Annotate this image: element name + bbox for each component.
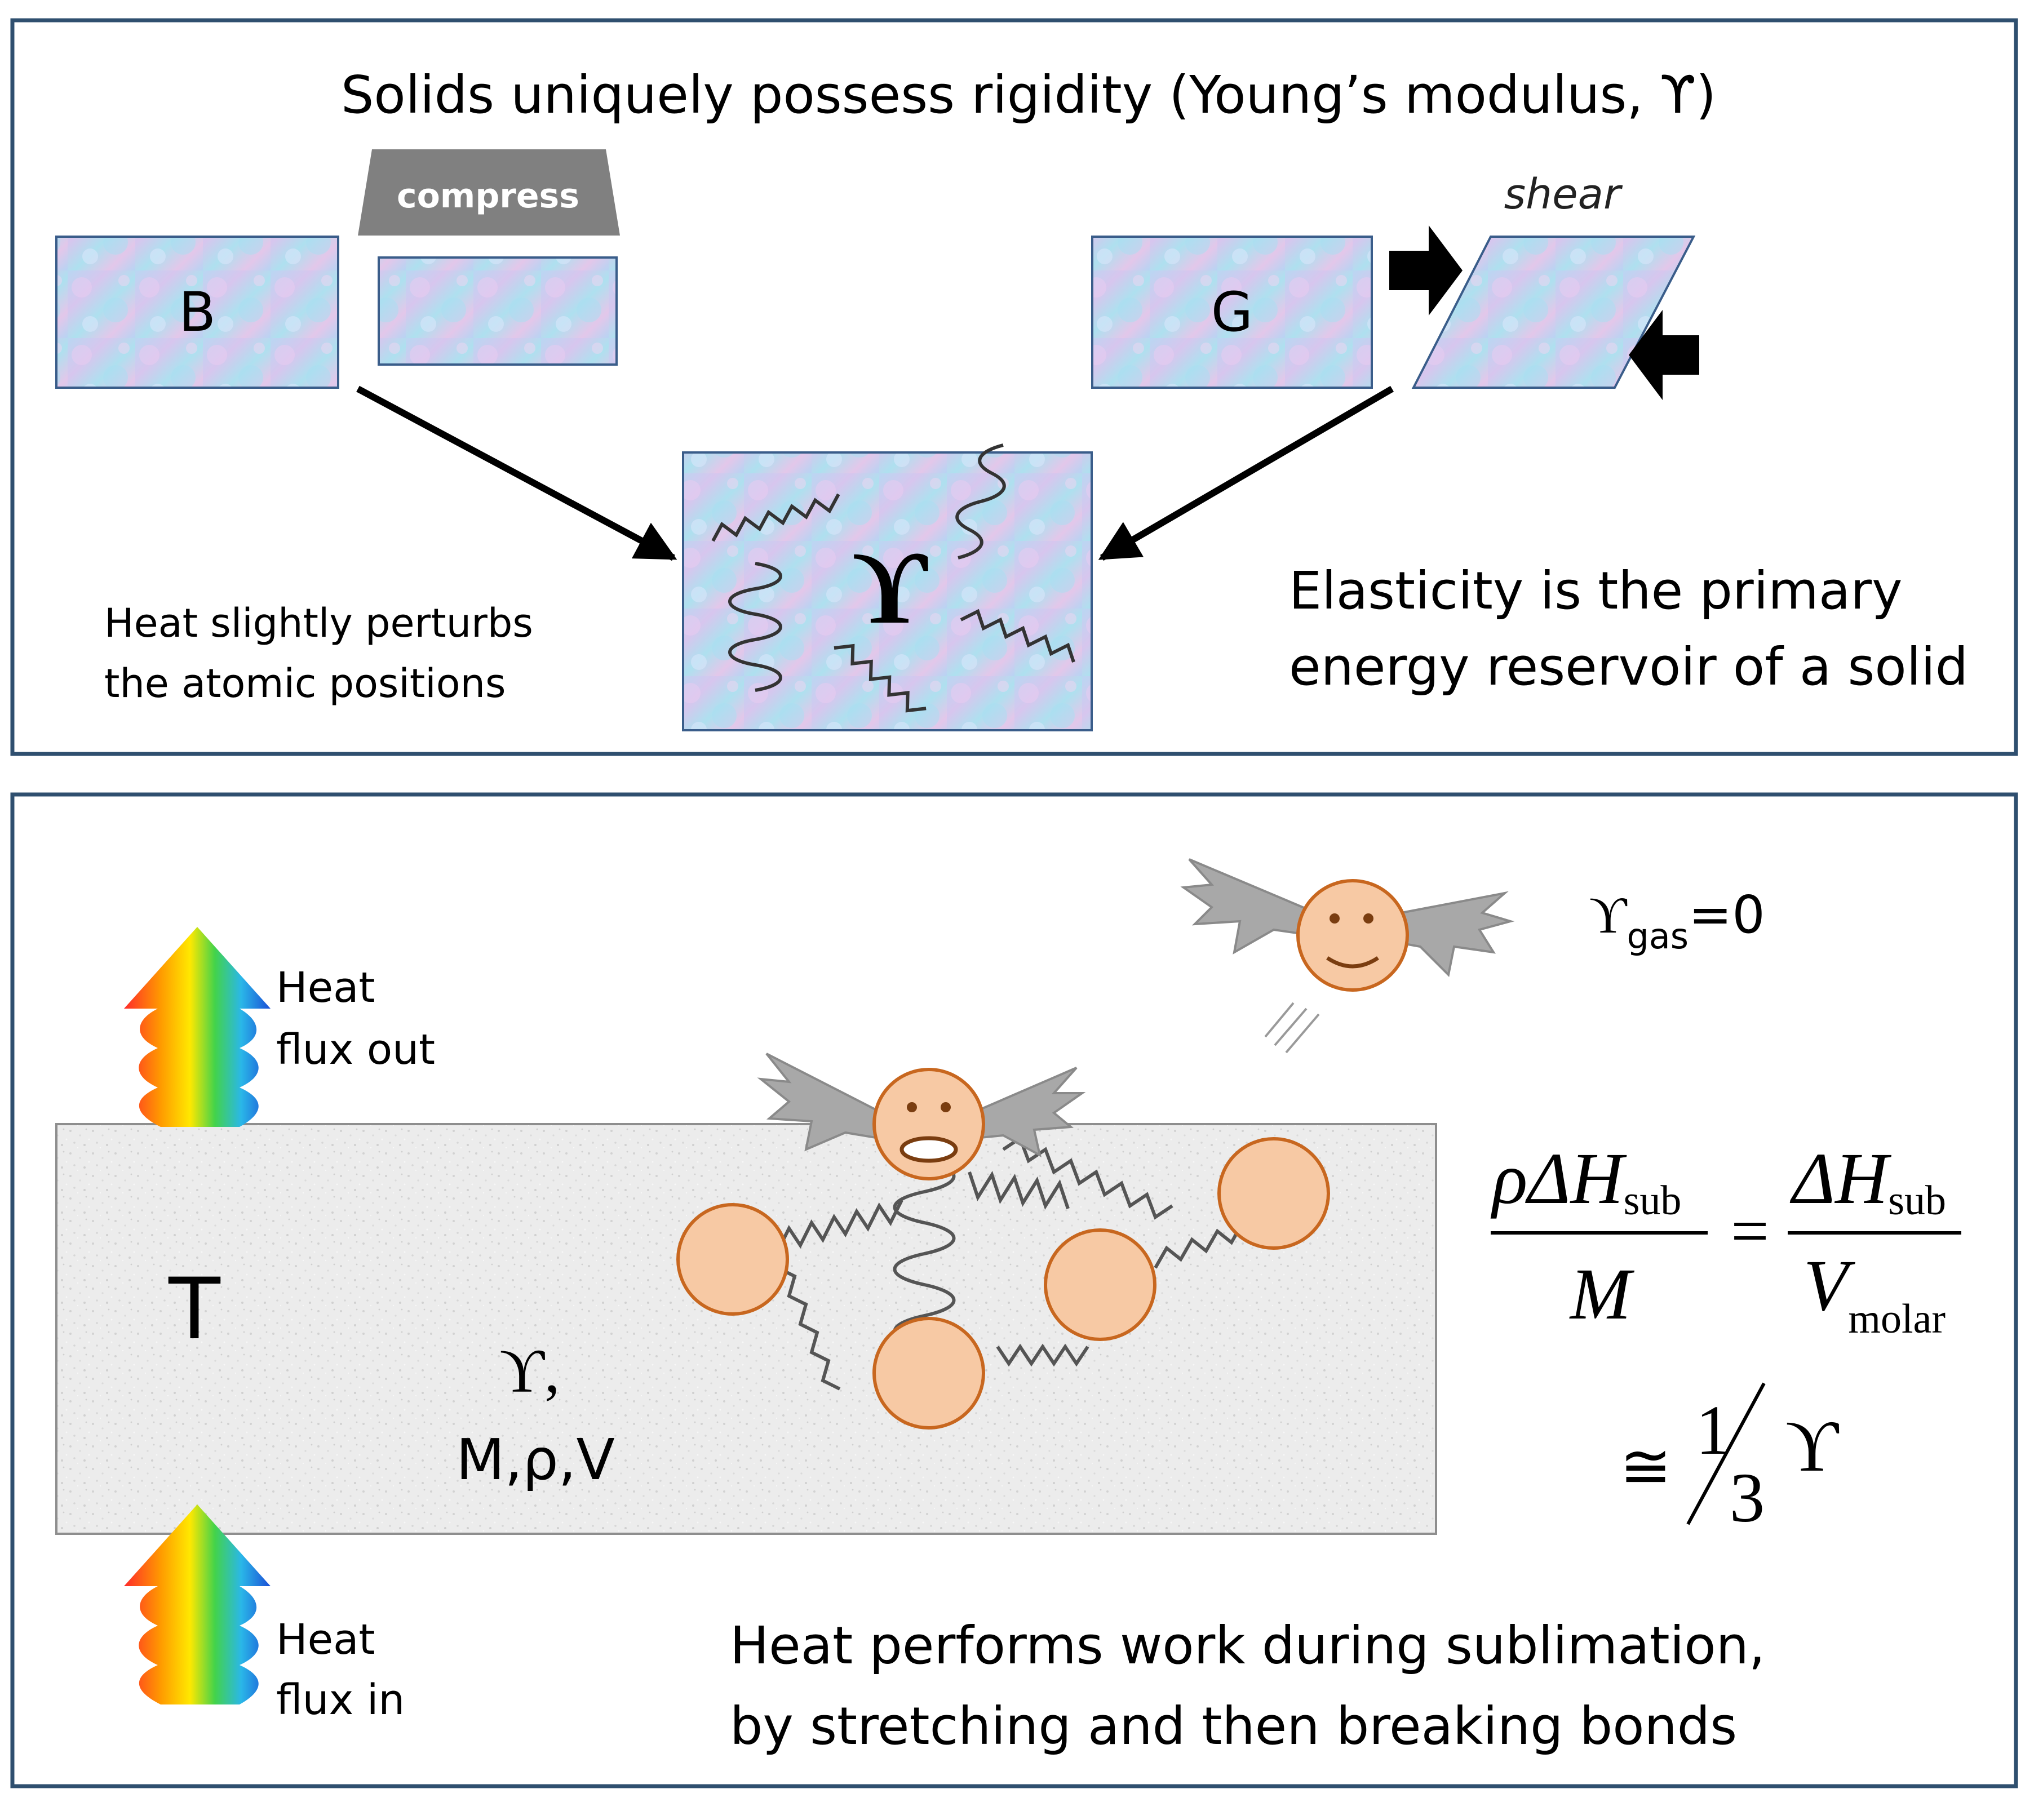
caption-line1: Heat performs work during sublimation, [730, 1615, 1765, 1676]
shear-modulus-block [1091, 236, 1373, 389]
youngs-modulus-block [682, 451, 1093, 731]
atom-right [1217, 1137, 1330, 1250]
heat-in-line2: flux in [276, 1676, 405, 1724]
bulk-modulus-block [55, 236, 339, 389]
compressed-block [378, 256, 618, 366]
eq-equals: = [1731, 1193, 1769, 1268]
eq-slash [1686, 1382, 1766, 1525]
atom-bottom [872, 1317, 985, 1430]
compress-trapezoid [358, 149, 620, 236]
heat-flux-out-arrow-icon [124, 927, 271, 1127]
atom-middle-right [1044, 1228, 1156, 1341]
youngs-symbol-center: ϒ [853, 530, 928, 646]
properties-line2: M,ρ,V [456, 1427, 615, 1493]
gas-youngs-symbol: ϒ [1589, 886, 1628, 944]
eq-numerator-left: ρΔHsub [1490, 1138, 1681, 1224]
bond-springs-top [711, 443, 1075, 713]
heat-out-line2: flux out [276, 1026, 435, 1074]
sublimation-equation: ρΔHsub M = ΔHsub Vmolar ≅ 1 3 ϒ [1490, 1138, 1961, 1537]
gas-youngs-expression: ϒgas=0 [1589, 885, 1765, 957]
caption-line2: by stretching and then breaking bonds [730, 1696, 1737, 1756]
eq-three: 3 [1730, 1459, 1765, 1537]
heat-note-line2: the atomic positions [104, 660, 506, 707]
solid-slab [55, 1123, 1437, 1535]
heat-in-line1: Heat [276, 1615, 375, 1664]
bulk-modulus-label: B [179, 281, 216, 344]
shear-arrow-left-icon [1629, 310, 1699, 400]
arrow-bulk-to-young [356, 385, 677, 561]
gas-value: =0 [1689, 885, 1765, 945]
eq-denominator-right: Vmolar [1803, 1245, 1946, 1342]
heat-note-line1: Heat slightly perturbs [104, 600, 533, 646]
eq-sub-right: sub [1888, 1178, 1946, 1224]
heat-flux-in-arrow-icon [124, 1504, 271, 1704]
arrow-shear-to-young [1098, 385, 1394, 561]
atom-left [676, 1203, 789, 1316]
properties-line1: ϒ, [500, 1337, 560, 1405]
shear-label: shear [1504, 170, 1623, 219]
elasticity-line2: energy reservoir of a solid [1289, 637, 1968, 697]
eq-youngs: ϒ [1785, 1406, 1840, 1487]
heat-out-line1: Heat [276, 964, 375, 1012]
elasticity-line1: Elasticity is the primary [1289, 561, 1903, 621]
eq-denominator-left: M [1569, 1254, 1635, 1335]
top-panel-title: Solids uniquely possess rigidity (Young’… [341, 65, 1716, 125]
eq-numerator-right: ΔHsub [1789, 1138, 1946, 1224]
eq-molar: molar [1848, 1296, 1946, 1342]
gas-atom-icon [1180, 858, 1515, 1054]
gas-subscript: gas [1627, 916, 1689, 957]
escaping-atom-icon [757, 1053, 1086, 1180]
eq-approx: ≅ [1620, 1432, 1672, 1501]
atom-bond-springs [776, 1135, 1244, 1391]
compress-label: compress [397, 176, 579, 216]
shear-modulus-label: G [1211, 281, 1253, 344]
shear-arrow-right-icon [1389, 225, 1463, 316]
temperature-label: T [168, 1260, 221, 1359]
eq-sub-left: sub [1624, 1178, 1682, 1224]
sheared-block [1411, 236, 1696, 389]
